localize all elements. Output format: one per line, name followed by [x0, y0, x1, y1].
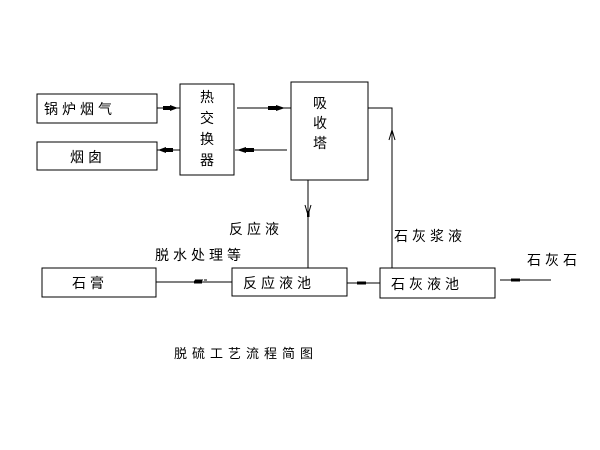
node-gypsum: 石膏	[41, 267, 157, 298]
arrow-right-icon	[268, 105, 285, 111]
node-absorber-char: 塔	[313, 136, 327, 152]
arrow-right-icon	[357, 281, 366, 285]
edge-label-reaction-liquid: 反应液	[229, 221, 283, 238]
node-chimney: 烟囱	[36, 141, 158, 171]
diagram-title: 脱硫工艺流程简图	[174, 346, 318, 362]
node-gypsum-label: 石膏	[72, 275, 108, 292]
node-reaction-tank-label: 反应液池	[243, 275, 315, 292]
edge-label-lime-slurry: 石灰浆液	[394, 229, 466, 245]
edge-lime-tank-to-absorber	[368, 107, 393, 268]
node-absorber: 吸 收 塔	[290, 81, 369, 181]
arrow-up-icon	[388, 128, 396, 141]
node-heat-exchanger-char: 器	[200, 153, 214, 169]
node-reaction-tank: 反应液池	[231, 267, 348, 297]
node-boiler-flue-gas: 锅炉烟气	[36, 93, 158, 124]
node-heat-exchanger-char: 换	[200, 131, 214, 148]
arrow-left-icon	[237, 147, 254, 153]
node-boiler-flue-gas-label: 锅炉烟气	[44, 102, 116, 118]
arrow-left-icon-tail	[195, 279, 207, 283]
node-absorber-char: 收	[313, 116, 327, 132]
node-chimney-label: 烟囱	[70, 150, 106, 166]
arrow-left-icon	[511, 278, 520, 282]
arrow-left-icon	[194, 280, 202, 284]
node-lime-tank-label: 石灰液池	[391, 277, 463, 293]
node-lime-tank: 石灰液池	[379, 267, 496, 299]
edge-label-dewatering: 脱水处理等	[155, 247, 245, 264]
arrow-down-icon-tail	[307, 211, 310, 217]
node-absorber-char: 吸	[313, 96, 327, 112]
edge-label-limestone: 石灰石	[527, 253, 581, 269]
arrow-left-icon	[158, 147, 173, 153]
node-heat-exchanger: 热 交 换 器	[179, 83, 235, 176]
node-heat-exchanger-char: 交	[200, 110, 214, 127]
node-heat-exchanger-char: 热	[200, 90, 214, 106]
arrow-right-icon	[163, 105, 178, 111]
